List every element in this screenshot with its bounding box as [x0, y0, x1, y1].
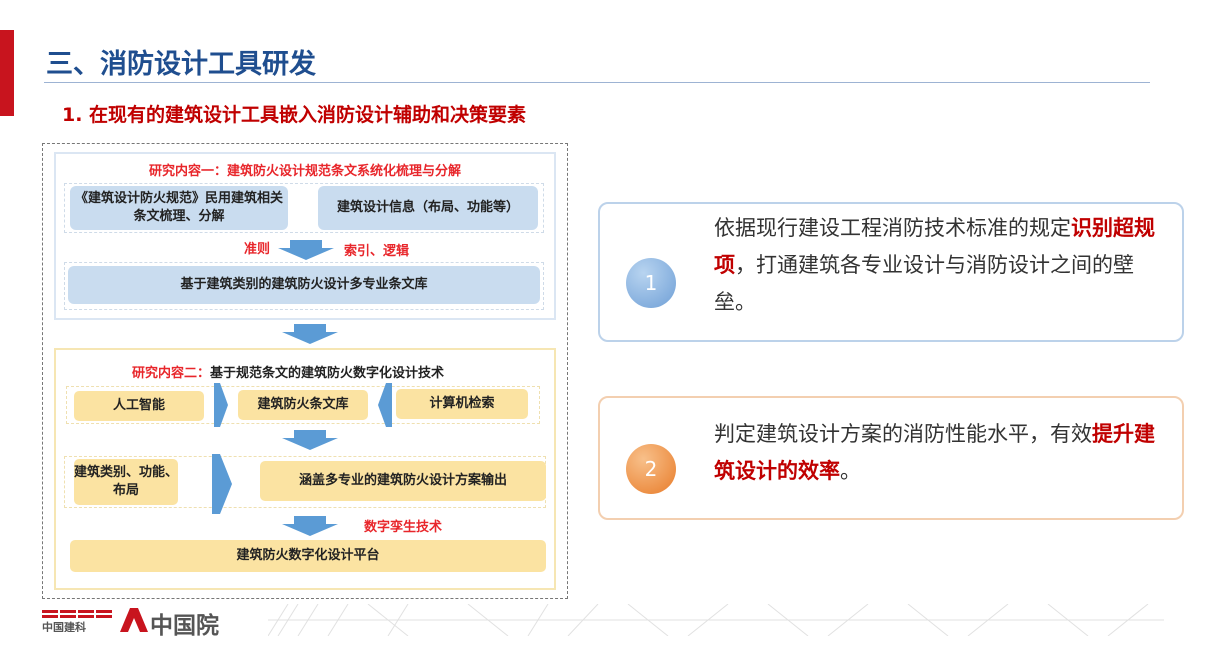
arrow-down-icon	[282, 324, 338, 344]
china-academy-logo-icon	[120, 608, 148, 632]
label-criteria: 准则	[244, 242, 271, 257]
platform-box: 建筑防火数字化设计平台	[70, 540, 546, 572]
cctc-logo: 中国建科	[42, 610, 112, 632]
card-text: 判定建筑设计方案的消防性能水平，有效提升建筑设计的效率。	[714, 416, 1164, 490]
card-highlight: 识别超规项	[714, 216, 1155, 277]
section1-result-group	[64, 262, 544, 310]
label-digital-twin: 数字孪生技术	[364, 520, 443, 535]
page-subtitle: 1. 在现有的建筑设计工具嵌入消防设计辅助和决策要素	[62, 104, 527, 126]
accent-bar	[0, 30, 14, 116]
card-highlight: 提升建筑设计的效率	[714, 422, 1155, 483]
ai-box: 人工智能	[74, 391, 204, 421]
arrow-left-icon	[378, 383, 392, 427]
arrow-down-icon	[282, 430, 338, 450]
number-badge: 2	[626, 444, 676, 494]
page-title: 三、消防设计工具研发	[46, 49, 316, 80]
diagram-frame	[42, 143, 568, 599]
design-info-box: 建筑设计信息（布局、功能等）	[318, 186, 538, 230]
card-text-part: ，打通建筑各专业设计与消防设计之间的壁垒。	[714, 252, 1134, 314]
arrow-down-icon	[282, 516, 338, 536]
china-academy-logo: 中国院	[150, 613, 219, 639]
section2-title: 研究内容二：基于规范条文的建筑防火数字化设计技术	[132, 362, 444, 381]
title-divider	[44, 82, 1150, 83]
arrow-right-icon	[212, 454, 232, 514]
section2-title-main: 基于规范条文的建筑防火数字化设计技术	[210, 366, 445, 381]
section1-input-group	[64, 183, 544, 233]
card-text-part: 。	[840, 458, 861, 483]
point-card-1: 1 依据现行建设工程消防技术标准的规定识别超规项，打通建筑各专业设计与消防设计之…	[598, 202, 1184, 342]
card-text-part: 判定建筑设计方案的消防性能水平，有效	[714, 422, 1092, 446]
section2-title-prefix: 研究内容二：	[132, 366, 211, 381]
label-index-logic: 索引、逻辑	[344, 244, 410, 259]
building-type-box: 建筑类别、功能、布局	[74, 459, 178, 505]
arrow-right-icon	[214, 383, 228, 427]
section2-tech-group	[66, 386, 540, 424]
section1-title: 研究内容一：建筑防火设计规范条文系统化梳理与分解	[148, 164, 461, 179]
svg-text:中国建科: 中国建科	[42, 620, 86, 632]
arrow-down-icon	[278, 240, 334, 260]
decorative-pattern	[268, 604, 1164, 636]
card-text: 依据现行建设工程消防技术标准的规定识别超规项，打通建筑各专业设计与消防设计之间的…	[714, 210, 1164, 320]
computer-search-box: 计算机检索	[396, 389, 528, 419]
point-card-2: 2 判定建筑设计方案的消防性能水平，有效提升建筑设计的效率。	[598, 396, 1184, 520]
number-badge: 1	[626, 258, 676, 308]
card-text-part: 依据现行建设工程消防技术标准的规定	[714, 216, 1071, 240]
clause-library-box: 基于建筑类别的建筑防火设计多专业条文库	[68, 266, 540, 304]
fire-code-box: 《建筑设计防火规范》民用建筑相关条文梳理、分解	[70, 186, 288, 230]
design-output-box: 涵盖多专业的建筑防火设计方案输出	[260, 461, 546, 501]
fire-clause-library-box: 建筑防火条文库	[238, 390, 368, 420]
